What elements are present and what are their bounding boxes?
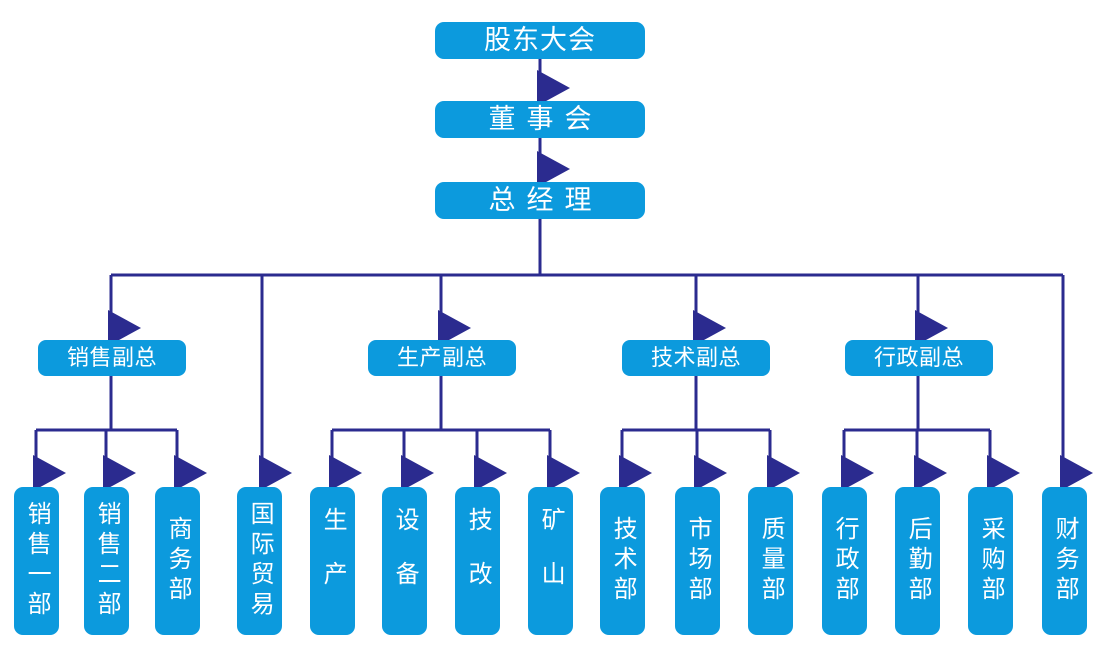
node-dept-technology[interactable]: 技术部 bbox=[600, 487, 645, 635]
node-dept-production[interactable]: 生产 bbox=[310, 487, 355, 635]
node-dept-equipment[interactable]: 设备 bbox=[382, 487, 427, 635]
node-board-of-directors[interactable]: 董事会 bbox=[435, 101, 645, 138]
node-dept-purchasing[interactable]: 采购部 bbox=[968, 487, 1013, 635]
node-vp-technology[interactable]: 技术副总 bbox=[622, 340, 770, 376]
node-dept-business-affairs[interactable]: 商务部 bbox=[155, 487, 200, 635]
node-dept-marketing[interactable]: 市场部 bbox=[675, 487, 720, 635]
node-vp-administration[interactable]: 行政副总 bbox=[845, 340, 993, 376]
node-dept-administration[interactable]: 行政部 bbox=[822, 487, 867, 635]
node-dept-quality[interactable]: 质量部 bbox=[748, 487, 793, 635]
node-dept-sales-one[interactable]: 销售一部 bbox=[14, 487, 59, 635]
node-dept-international-trade[interactable]: 国际贸易 bbox=[237, 487, 282, 635]
node-general-manager[interactable]: 总经理 bbox=[435, 182, 645, 219]
node-dept-mine[interactable]: 矿山 bbox=[528, 487, 573, 635]
node-vp-production[interactable]: 生产副总 bbox=[368, 340, 516, 376]
node-shareholders-meeting[interactable]: 股东大会 bbox=[435, 22, 645, 59]
node-vp-sales[interactable]: 销售副总 bbox=[38, 340, 186, 376]
node-dept-logistics[interactable]: 后勤部 bbox=[895, 487, 940, 635]
node-dept-sales-two[interactable]: 销售二部 bbox=[84, 487, 129, 635]
node-dept-finance[interactable]: 财务部 bbox=[1042, 487, 1087, 635]
node-dept-technical-reform[interactable]: 技改 bbox=[455, 487, 500, 635]
